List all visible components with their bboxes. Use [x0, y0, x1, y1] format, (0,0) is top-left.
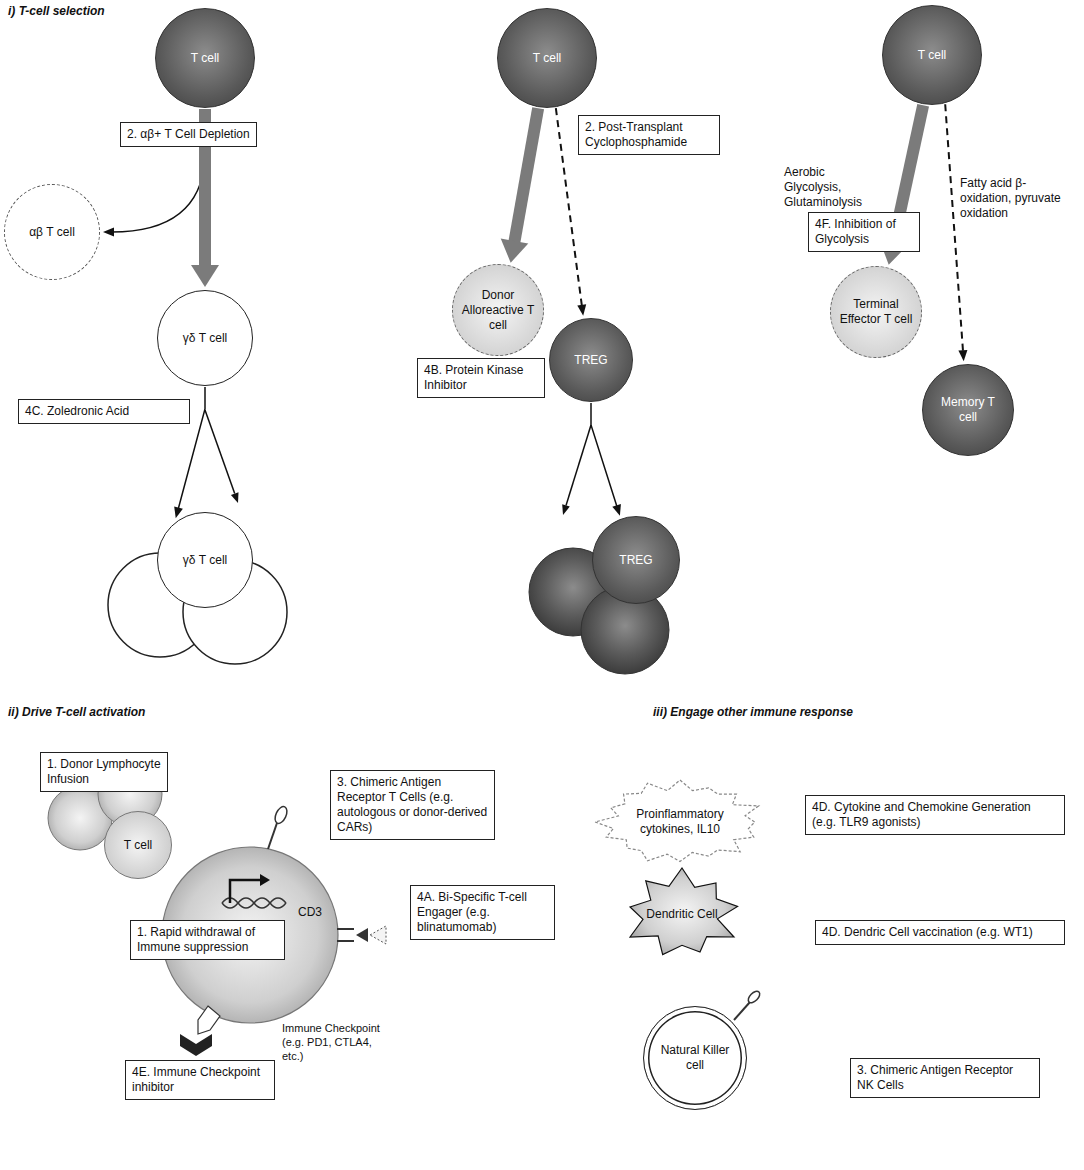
burst-outline [595, 780, 759, 861]
dendritic-cell-burst: Dendritic Cell [622, 868, 742, 960]
node-text: Natural Killer cell [653, 1043, 737, 1073]
callout-box: 3. Chimeric Antigen Receptor T Cells (e.… [330, 770, 495, 840]
callout-box: 1. Donor Lymphocyte Infusion [40, 752, 168, 792]
cd3-receptor [337, 928, 354, 930]
annotation-label: Aerobic Glycolysis, Glutaminolysis [784, 165, 884, 210]
node-text: 4D. Dendric Cell vaccination (e.g. WT1) [822, 925, 1058, 940]
cell-circle: Donor Alloreactive T cell [452, 264, 544, 356]
cell-circle: αβ T cell [4, 184, 100, 280]
node-text: Proinflammatory cytokines, IL10 [626, 807, 735, 837]
node-text: Memory T cell [931, 395, 1005, 425]
burst-outline [630, 868, 738, 955]
callout-box: 4C. Zoledronic Acid [18, 399, 190, 424]
node-text: TREG [574, 353, 607, 368]
arrow-head [103, 228, 114, 237]
arrow-line [945, 104, 963, 352]
cytokine-burst: Proinflammatory cytokines, IL10 [595, 780, 765, 864]
node-text: 4E. Immune Checkpoint inhibitor [132, 1065, 268, 1095]
section-heading: iii) Engage other immune response [653, 705, 953, 720]
arrow-connector [501, 108, 538, 262]
callout-box: 2. αβ+ T Cell Depletion [120, 122, 257, 147]
node-text: Donor Alloreactive T cell [461, 288, 535, 333]
arrow-line [514, 108, 538, 245]
dna-strand [222, 898, 286, 908]
checkpoint-inhibitor [180, 1034, 212, 1056]
cd3-receptor [337, 940, 354, 942]
car-receptor [273, 805, 290, 826]
split-arrow [205, 410, 235, 494]
node-text: T cell [191, 51, 219, 66]
cell-circle: Terminal Effector T cell [830, 266, 922, 358]
node-text: 1. Rapid withdrawal of Immune suppressio… [137, 925, 278, 955]
section-heading: i) T-cell selection [8, 4, 228, 19]
arrow-head [231, 492, 239, 503]
callout-box: 3. Chimeric Antigen Receptor NK Cells [850, 1058, 1040, 1098]
node-text: 4A. Bi-Specific T-cell Engager (e.g. bli… [417, 890, 548, 935]
callout-box: 4D. Dendric Cell vaccination (e.g. WT1) [815, 920, 1065, 945]
bite-symbol [356, 928, 368, 942]
cell-circle: T cell [155, 8, 255, 108]
annotation-label: Fatty acid β-oxidation, pyruvate oxidati… [960, 176, 1076, 221]
node-text: 4F. Inhibition of Glycolysis [815, 217, 913, 247]
arrow-connector [591, 403, 621, 516]
arrow-head [191, 265, 219, 287]
cell-circle: Memory T cell [922, 364, 1014, 456]
arrow-head [501, 239, 529, 263]
cell-circle: TREG [592, 516, 680, 604]
car-receptor [268, 823, 277, 849]
nk-cell-circle: Natural Killer cell [643, 1006, 747, 1110]
arrow-head [958, 350, 967, 361]
cell-circle: T cell [497, 8, 597, 108]
dna-strand [222, 898, 286, 908]
callout-box: 4F. Inhibition of Glycolysis [808, 212, 920, 252]
car-receptor [746, 989, 762, 1005]
callout-box: 1. Rapid withdrawal of Immune suppressio… [130, 920, 285, 960]
node-text: T cell [533, 51, 561, 66]
node-text: 4D. Cytokine and Chemokine Generation (e… [812, 800, 1058, 830]
arrow-head [562, 504, 570, 515]
node-text: 3. Chimeric Antigen Receptor T Cells (e.… [337, 775, 488, 835]
cell-circle: T cell [882, 5, 982, 105]
node-text: αβ T cell [29, 225, 75, 240]
split-arrow [566, 425, 591, 506]
cell-circle: T cell [104, 811, 172, 879]
arrow-head [174, 506, 183, 518]
cell-circle: γδ T cell [157, 290, 253, 386]
node-text: T cell [918, 48, 946, 63]
section-heading: ii) Drive T-cell activation [8, 705, 268, 720]
bite-symbol [370, 926, 386, 944]
arrow-line [591, 403, 617, 507]
car-receptor [734, 1002, 750, 1020]
node-text: T cell [124, 838, 152, 853]
arrow-connector [945, 104, 967, 361]
node-text: TREG [619, 553, 652, 568]
callout-box: 4E. Immune Checkpoint inhibitor [125, 1060, 275, 1100]
checkpoint-receptor [198, 1006, 220, 1034]
node-text: 2. Post-Transplant Cyclophosphamide [585, 120, 713, 150]
cell-circle: TREG [549, 318, 633, 402]
node-text: 4C. Zoledronic Acid [25, 404, 183, 419]
node-text: 1. Donor Lymphocyte Infusion [47, 757, 161, 787]
node-text: 3. Chimeric Antigen Receptor NK Cells [857, 1063, 1033, 1093]
node-text: Dendritic Cell [646, 907, 717, 922]
callout-box: 2. Post-Transplant Cyclophosphamide [578, 115, 720, 155]
annotation-label: CD3 [298, 905, 328, 920]
node-text: γδ T cell [183, 553, 227, 568]
node-text: 2. αβ+ T Cell Depletion [127, 127, 250, 142]
node-text: γδ T cell [183, 331, 227, 346]
arrow-head [577, 304, 586, 316]
arrow-head [612, 504, 621, 516]
transcription-arrow [230, 880, 261, 903]
arrow-head [260, 874, 270, 886]
callout-box: 4A. Bi-Specific T-cell Engager (e.g. bli… [410, 885, 555, 940]
cell-circle: γδ T cell [157, 512, 253, 608]
callout-box: 4B. Protein Kinase Inhibitor [417, 358, 545, 398]
node-text: 4B. Protein Kinase Inhibitor [424, 363, 538, 393]
annotation-label: Immune Checkpoint (e.g. PD1, CTLA4, etc.… [282, 1022, 390, 1063]
node-text: Terminal Effector T cell [839, 297, 913, 327]
callout-box: 4D. Cytokine and Chemokine Generation (e… [805, 795, 1065, 835]
